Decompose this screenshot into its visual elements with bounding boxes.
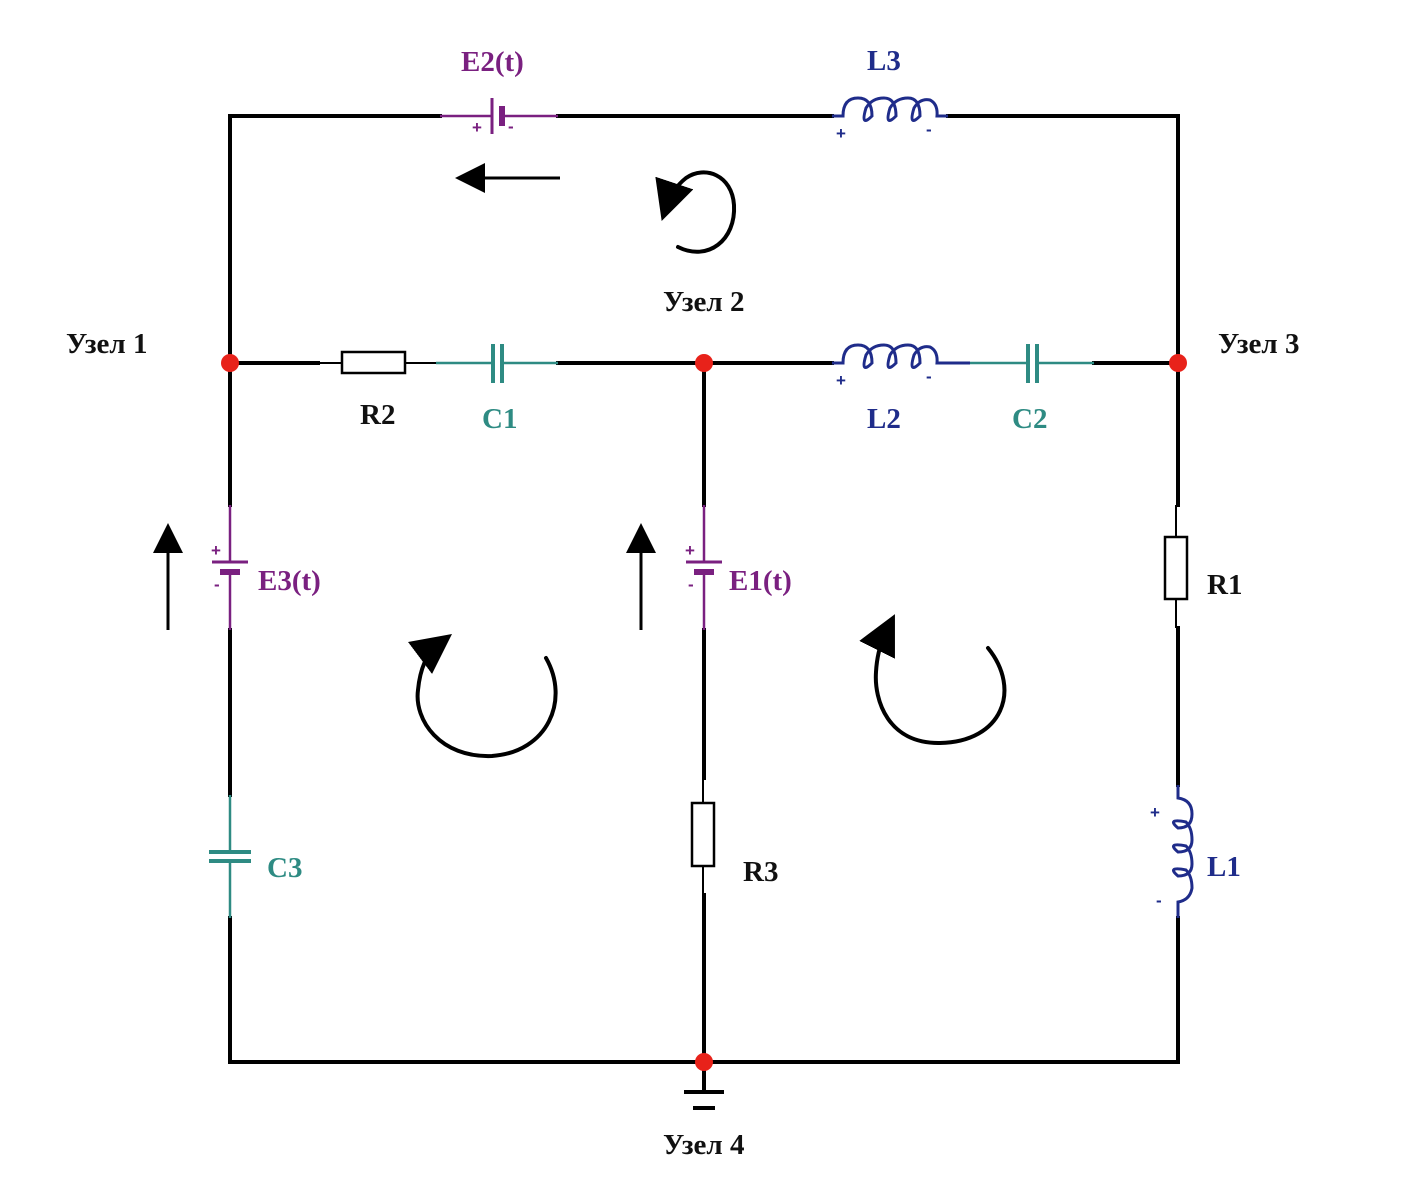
label-c3: C3 [267, 852, 302, 884]
e2-plus: + [472, 118, 482, 137]
node-2-dot [695, 354, 713, 372]
label-e1: E1(t) [729, 565, 792, 597]
current-arrows [153, 163, 656, 630]
polarity-signs: + - + - + - + - + - + - [211, 117, 1162, 910]
label-node-4: Узел 4 [663, 1129, 744, 1161]
label-c1: C1 [482, 403, 517, 435]
capacitor-c3 [209, 795, 251, 918]
e3-minus: - [214, 575, 220, 594]
l1-minus: - [1156, 891, 1162, 910]
label-node-3: Узел 3 [1218, 328, 1299, 360]
loop-arrows [407, 170, 1007, 759]
e1-plus: + [685, 541, 695, 560]
loop-arrow-icon [655, 170, 737, 254]
label-l2: L2 [867, 403, 901, 435]
l2-minus: - [926, 367, 932, 386]
label-r3: R3 [743, 856, 778, 888]
inductor-l1 [1172, 785, 1194, 918]
label-r2: R2 [360, 399, 395, 431]
wires [228, 114, 1180, 1092]
label-r1: R1 [1207, 569, 1242, 601]
l2-plus: + [836, 371, 846, 390]
label-l3: L3 [867, 45, 901, 77]
loop-arrow-icon [859, 614, 1007, 746]
resistor-r1 [1163, 505, 1189, 628]
label-node-2: Узел 2 [663, 286, 744, 318]
node-1-dot [221, 354, 239, 372]
loop-arrow-icon [407, 633, 558, 759]
resistor-r3 [690, 778, 716, 895]
source-e2 [440, 98, 558, 134]
resistor-r2 [318, 350, 436, 375]
source-e1 [686, 505, 722, 630]
ground-icon [684, 1090, 724, 1110]
label-node-1: Узел 1 [66, 328, 147, 360]
e2-minus: - [508, 117, 514, 136]
capacitor-c1 [436, 344, 558, 383]
component-labels: E2(t) L3 R2 C1 L2 C2 E3(t) E1(t) R1 C3 R… [258, 45, 1242, 888]
node-labels: Узел 1 Узел 2 Узел 3 Узел 4 [66, 286, 1299, 1161]
label-e3: E3(t) [258, 565, 321, 597]
e1-minus: - [688, 575, 694, 594]
label-c2: C2 [1012, 403, 1047, 435]
node-4-dot [695, 1053, 713, 1071]
node-3-dot [1169, 354, 1187, 372]
inductor-l3 [832, 96, 948, 122]
inductor-l2 [832, 343, 970, 369]
l1-plus: + [1150, 803, 1160, 822]
l3-plus: + [836, 124, 846, 143]
capacitor-c2 [970, 344, 1094, 383]
label-l1: L1 [1207, 851, 1241, 883]
e3-plus: + [211, 541, 221, 560]
source-e3 [212, 505, 248, 630]
node-dots [221, 354, 1187, 1071]
l3-minus: - [926, 120, 932, 139]
label-e2: E2(t) [461, 46, 524, 78]
